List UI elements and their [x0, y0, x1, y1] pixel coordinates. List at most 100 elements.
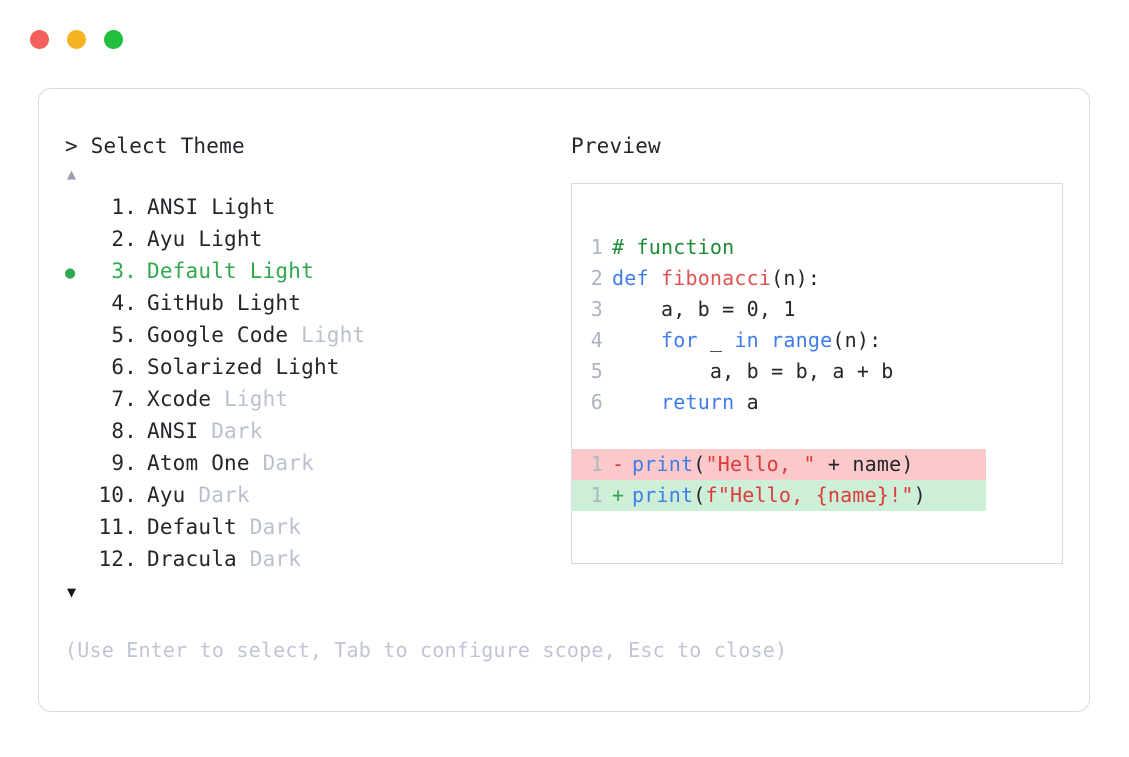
code-line-text: return a: [612, 387, 759, 418]
theme-item-variant: Light: [211, 195, 276, 219]
code-line: 2 def fibonacci(n):: [572, 263, 1062, 294]
line-number: 5: [590, 359, 603, 383]
line-number: 2: [590, 266, 603, 290]
code-token-keyword: def: [612, 266, 661, 290]
line-number: 1: [590, 452, 603, 476]
theme-item-number: 10.: [98, 483, 137, 507]
theme-item-name: Dracula: [147, 547, 250, 571]
code-line: 6 return a: [572, 387, 1062, 418]
theme-item-variant: Dark: [262, 451, 314, 475]
theme-item-number: 9.: [111, 451, 137, 475]
code-token-func: fibonacci: [660, 266, 772, 290]
theme-item-number: 7.: [111, 387, 137, 411]
diff-sign: -: [612, 452, 625, 476]
line-number: 6: [590, 390, 603, 414]
theme-item-variant: Dark: [249, 515, 302, 539]
theme-list-item[interactable]: 1. ANSI Light: [65, 191, 561, 223]
diff-sign: +: [612, 483, 625, 507]
diff-line-added: 1 + print(f"Hello, {name}!"): [572, 480, 986, 511]
theme-item-name: GitHub: [147, 291, 237, 315]
code-token-plain: _: [697, 328, 735, 352]
code-token-plain: a, b = 0, 1: [612, 297, 796, 321]
code-token-plain: (: [693, 452, 706, 476]
code-line-text: # function: [612, 232, 734, 263]
theme-item-number: 1.: [111, 195, 137, 219]
maximize-window-button[interactable]: [104, 30, 123, 49]
theme-item-number: 11.: [98, 515, 137, 539]
select-theme-prompt: > Select Theme: [65, 134, 245, 158]
code-line-text: for _ in range(n):: [612, 325, 881, 356]
keyboard-hint-text: (Use Enter to select, Tab to configure s…: [65, 638, 788, 662]
code-token-plain: ): [913, 483, 926, 507]
theme-list-item[interactable]: 12. Dracula Dark: [65, 543, 561, 575]
code-token-keyword: print: [632, 483, 694, 507]
preview-diff-lines: 1-print("Hello, " + name)1+print(f"Hello…: [572, 449, 1062, 511]
theme-item-variant: Dark: [198, 483, 250, 507]
code-token-keyword: return: [660, 390, 735, 414]
theme-item-name: Google Code: [147, 323, 302, 347]
code-token-plain: (n):: [771, 266, 821, 290]
code-line: 3 a, b = 0, 1: [572, 294, 1062, 325]
theme-list-item[interactable]: 4.GitHub Light: [65, 287, 561, 319]
theme-item-number: 12.: [98, 547, 137, 571]
theme-item-number: 8.: [111, 419, 137, 443]
code-token-plain: a, b = b, a + b: [612, 359, 894, 383]
theme-item-number: 2.: [111, 227, 137, 251]
theme-list-item[interactable]: 11.Default Dark: [65, 511, 561, 543]
minimize-window-button[interactable]: [67, 30, 86, 49]
code-token-plain: a: [734, 390, 759, 414]
line-number: 3: [590, 297, 603, 321]
theme-item-variant: Light: [224, 387, 289, 411]
theme-item-variant: Light: [275, 355, 340, 379]
theme-picker-card: > Select Theme ▲ 1. ANSI Light 2. Ayu Light…: [38, 88, 1090, 712]
diff-line-text: print("Hello, " + name): [632, 449, 914, 480]
preview-label: Preview: [571, 134, 661, 158]
code-line-text: a, b = b, a + b: [612, 356, 894, 387]
code-token-plain: + name): [815, 452, 914, 476]
line-number: 1: [590, 483, 603, 507]
theme-item-variant: Light: [301, 323, 366, 347]
window-titlebar: [30, 30, 123, 49]
theme-list-item[interactable]: ●3.Default Light: [65, 255, 561, 287]
theme-item-name: ANSI: [147, 195, 212, 219]
theme-item-name: Solarized: [147, 355, 276, 379]
theme-item-name: Xcode: [147, 387, 225, 411]
code-token-plain: [612, 328, 661, 352]
code-token-keyword: print: [632, 452, 694, 476]
code-token-string: f"Hello, {name}!": [705, 483, 914, 507]
code-token-string: "Hello, ": [705, 452, 816, 476]
diff-line-text: print(f"Hello, {name}!"): [632, 480, 926, 511]
code-line: 5 a, b = b, a + b: [572, 356, 1062, 387]
code-line: 1# function: [572, 232, 1062, 263]
code-spacer: [572, 418, 1062, 449]
theme-list-item[interactable]: 7. Xcode Light: [65, 383, 561, 415]
theme-list-item[interactable]: 2. Ayu Light: [65, 223, 561, 255]
theme-item-name: Ayu: [147, 483, 199, 507]
theme-item-variant: Dark: [249, 547, 302, 571]
code-line-text: def fibonacci(n):: [612, 263, 820, 294]
theme-list-item[interactable]: 8.ANSI Dark: [65, 415, 561, 447]
scroll-down-arrow-icon[interactable]: ▼: [67, 583, 77, 601]
theme-item-variant: Dark: [211, 419, 263, 443]
theme-item-name: Atom One: [147, 451, 263, 475]
theme-list-item[interactable]: 5.Google Code Light: [65, 319, 561, 351]
two-column-layout: > Select Theme ▲ 1. ANSI Light 2. Ayu Light…: [65, 133, 1063, 663]
theme-list-item[interactable]: 9. Atom One Dark: [65, 447, 561, 479]
selected-bullet-icon: ●: [65, 263, 76, 283]
theme-selection-column: > Select Theme ▲ 1. ANSI Light 2. Ayu Light…: [65, 133, 788, 663]
scroll-up-arrow-icon[interactable]: ▲: [67, 165, 77, 183]
theme-item-number: 4.: [111, 291, 137, 315]
theme-list-item[interactable]: 10. Ayu Dark: [65, 479, 561, 511]
theme-item-name: Ayu: [147, 227, 199, 251]
theme-item-number: 3.: [111, 259, 137, 283]
theme-item-variant: Light: [198, 227, 263, 251]
theme-item-number: 6.: [111, 355, 137, 379]
code-token-plain: (: [693, 483, 706, 507]
code-token-keyword: in range: [734, 328, 833, 352]
close-window-button[interactable]: [30, 30, 49, 49]
theme-list-item[interactable]: 6. Solarized Light: [65, 351, 561, 383]
